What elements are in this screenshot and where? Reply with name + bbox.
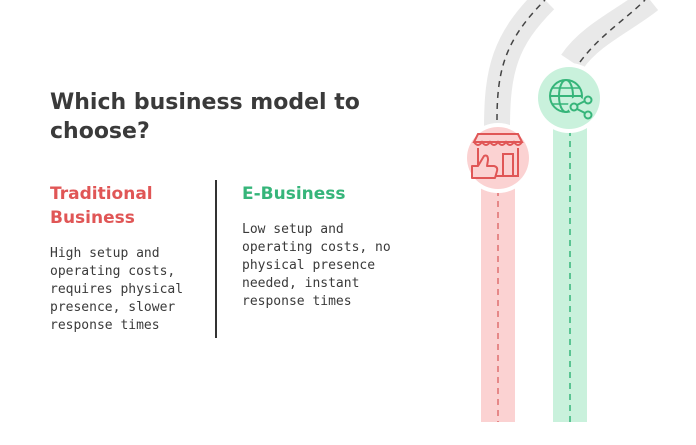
column-divider [215, 180, 217, 338]
page-title: Which business model to choose? [50, 90, 360, 144]
traditional-business-description: High setup and operating costs, requires… [50, 246, 184, 333]
e-business-description: Low setup and operating costs, no physic… [242, 222, 391, 309]
traditional-road-gray-dash [496, 0, 546, 121]
storefront-thumbs-up-icon [463, 123, 533, 193]
traditional-business-heading: Traditional Business [50, 184, 153, 228]
e-business-heading: E-Business [242, 184, 346, 204]
ebusiness-road-gray [561, 0, 659, 70]
globe-share-icon [534, 63, 604, 133]
ebusiness-road-gray-dash [579, 0, 646, 63]
